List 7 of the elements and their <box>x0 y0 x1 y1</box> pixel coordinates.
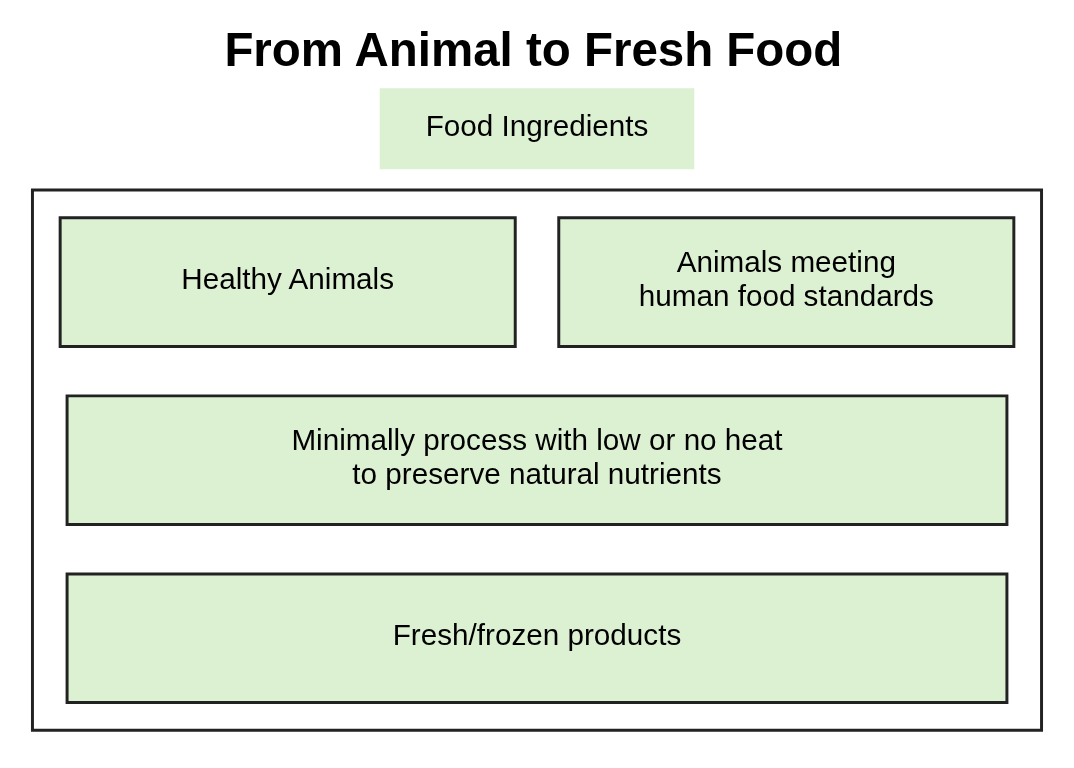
node-box: Fresh/frozen products <box>65 572 1009 705</box>
node-box: Minimally process with low or no heat to preserve natural nutrients <box>65 394 1009 526</box>
diagram-title: From Animal to Fresh Food <box>224 22 843 76</box>
node-box: Animals meeting human food standards <box>557 216 1016 348</box>
node-box: Food Ingredients <box>379 88 695 170</box>
cluster <box>30 188 1044 732</box>
node-box: Healthy Animals <box>58 216 517 348</box>
